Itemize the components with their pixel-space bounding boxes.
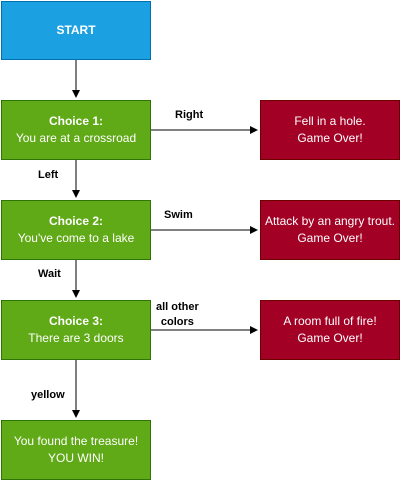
game-over-node-2[interactable]: Attack by an angry trout. Game Over! — [260, 200, 400, 260]
choice1-text: You are at a crossroad — [15, 131, 137, 145]
edge-label-all-other-colors: all other colors — [156, 300, 199, 330]
over3-line1: A room full of fire! — [283, 314, 377, 328]
edge-label-yellow: yellow — [31, 389, 65, 401]
over3-line2: Game Over! — [297, 331, 363, 345]
choice2-text: You've come to a lake — [17, 231, 135, 245]
choice1-node[interactable]: Choice 1: You are at a crossroad — [1, 100, 151, 160]
game-over-node-1[interactable]: Fell in a hole. Game Over! — [260, 100, 400, 160]
choice2-node[interactable]: Choice 2: You've come to a lake — [1, 200, 151, 260]
edge-label-right: Right — [175, 109, 204, 121]
edge-label-swim: Swim — [164, 209, 193, 221]
over1-line2: Game Over! — [297, 131, 363, 145]
over1-line1: Fell in a hole. — [294, 114, 366, 128]
edge-label-all-other-line1: all other — [156, 301, 199, 313]
edge-label-wait: Wait — [38, 268, 61, 280]
win-node[interactable]: You found the treasure! YOU WIN! — [1, 420, 151, 480]
win-line1: You found the treasure! — [13, 434, 139, 448]
choice2-title: Choice 2: — [48, 214, 103, 228]
choice3-text: There are 3 doors — [28, 331, 124, 345]
edge-label-all-other-line2: colors — [160, 316, 194, 328]
start-label: START — [56, 23, 96, 37]
choice3-node[interactable]: Choice 3: There are 3 doors — [1, 300, 151, 360]
over2-line2: Game Over! — [297, 231, 363, 245]
game-over-node-3[interactable]: A room full of fire! Game Over! — [260, 300, 400, 360]
over2-line1: Attack by an angry trout. — [264, 214, 396, 228]
choice3-title: Choice 3: — [48, 314, 103, 328]
edge-label-left: Left — [38, 169, 59, 181]
start-node[interactable]: START — [1, 1, 151, 60]
choice1-title: Choice 1: — [48, 114, 103, 128]
win-line2: YOU WIN! — [48, 451, 104, 465]
